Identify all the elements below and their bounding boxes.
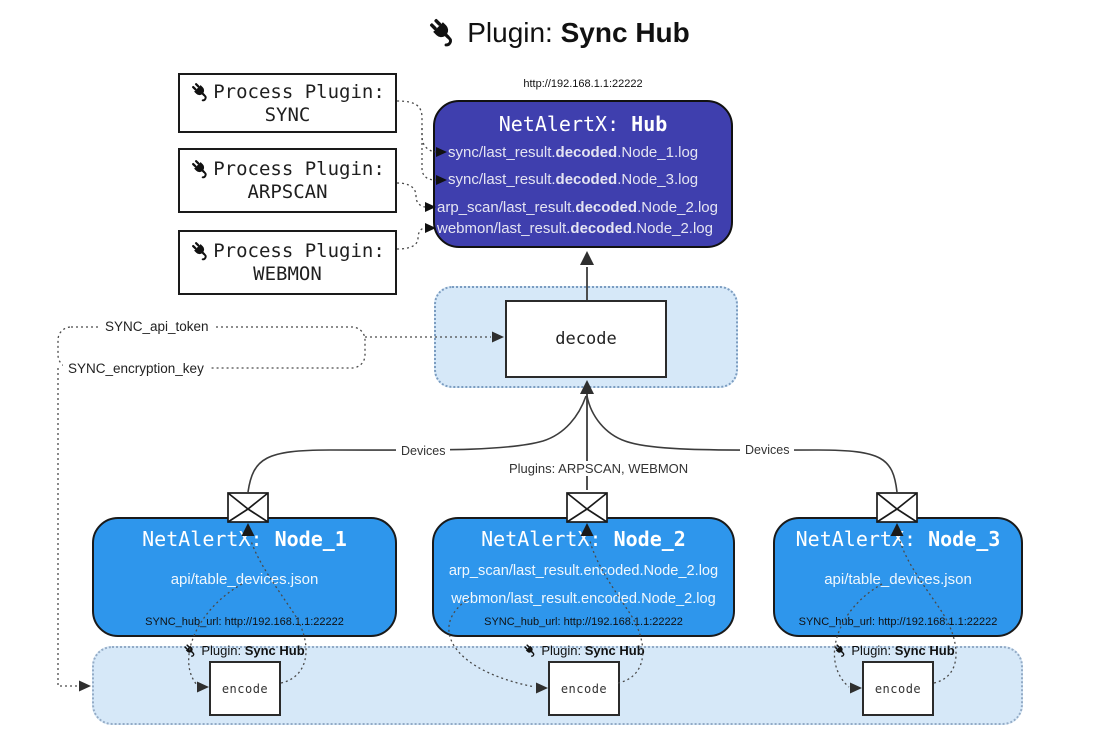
process-plugin-label: Process Plugin: [213,80,385,103]
hub-log-line: arp_scan/last_result.decoded.Node_2.log [437,199,718,216]
plugins-edge-label: Plugins: ARPSCAN, WEBMON [504,461,694,476]
node-title: NetAlertX: Node_3 [795,527,1001,551]
title-text: Plugin: Sync Hub [467,16,690,48]
encode-box: encode [548,661,620,716]
sync-api-token-label: SYNC_api_token [100,319,214,334]
page-title: Plugin: Sync Hub [0,16,1117,49]
node-file: api/table_devices.json [824,571,972,588]
node-hub-url: SYNC_hub_url: http://192.168.1.1:22222 [145,616,344,628]
plug-icon [190,81,212,103]
node-file: arp_scan/last_result.encoded.Node_2.log [448,563,719,579]
plug-icon [427,16,460,49]
decode-box: decode [505,300,667,378]
process-plugin-name: ARPSCAN [247,181,328,203]
process-plugin-label: Process Plugin: [213,158,385,180]
process-plugin-name: SYNC [264,103,311,126]
encoder-plugin-label: Plugin: Sync Hub [804,643,984,658]
plug-icon [183,643,198,658]
node-3-box: NetAlertX: Node_3 api/table_devices.json… [773,517,1023,637]
process-plugin-arpscan: Process Plugin: ARPSCAN [178,148,397,213]
node-file: api/table_devices.json [170,571,319,588]
node-title: NetAlertX: Node_2 [481,527,686,551]
plug-icon [190,158,212,180]
process-plugin-name: WEBMON [253,263,322,285]
node-file: webmon/last_result.encoded.Node_2.log [451,591,716,607]
encoder-plugin-label: Plugin: Sync Hub [494,643,674,658]
encoder-plugin-label: Plugin: Sync Hub [154,643,334,658]
process-plugin-label: Process Plugin: [213,240,385,262]
hub-box: NetAlertX: Hub sync/last_result.decoded.… [433,100,733,248]
node-1-box: NetAlertX: Node_1 api/table_devices.json… [92,517,397,637]
devices-edge-label-right: Devices [740,443,795,457]
node-hub-url: SYNC_hub_url: http://192.168.1.1:22222 [484,616,683,628]
plug-icon [190,240,212,262]
plug-icon [833,643,848,658]
hub-title: NetAlertX: Hub [498,112,668,136]
process-plugin-webmon: Process Plugin: WEBMON [178,230,397,295]
devices-edge-label-left: Devices [396,444,451,458]
node-2-box: NetAlertX: Node_2 arp_scan/last_result.e… [432,517,735,637]
hub-log-line: sync/last_result.decoded.Node_3.log [448,171,699,188]
node-hub-url: SYNC_hub_url: http://192.168.1.1:22222 [798,616,998,628]
sync-encryption-key-label: SYNC_encryption_key [63,361,209,376]
encode-box: encode [209,661,281,716]
node-title: NetAlertX: Node_1 [142,527,347,551]
hub-log-line: sync/last_result.decoded.Node_1.log [448,144,699,161]
hub-log-line: webmon/last_result.decoded.Node_2.log [437,220,713,237]
hub-url: http://192.168.1.1:22222 [523,78,643,90]
encode-box: encode [862,661,934,716]
process-plugin-sync: Process Plugin: SYNC [178,73,397,133]
plug-icon [523,643,538,658]
